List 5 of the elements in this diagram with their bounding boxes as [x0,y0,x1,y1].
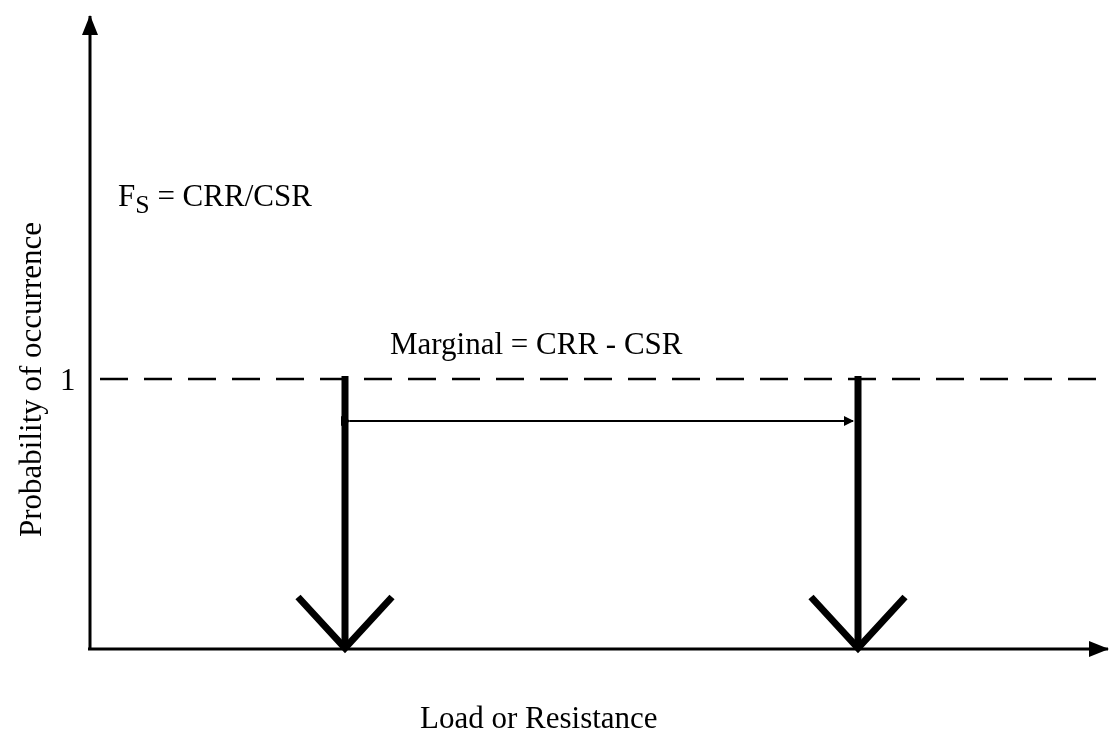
y-axis-title: Probability of occurrence [14,221,46,540]
factor-of-safety-formula: F$_{S}$ = CRR/CSR [118,180,312,218]
axis-tick-label: 1 [60,364,76,395]
margin-formula: Marginal = CRR - CSR [390,328,683,359]
x-axis-title: Load or Resistance [420,702,658,733]
